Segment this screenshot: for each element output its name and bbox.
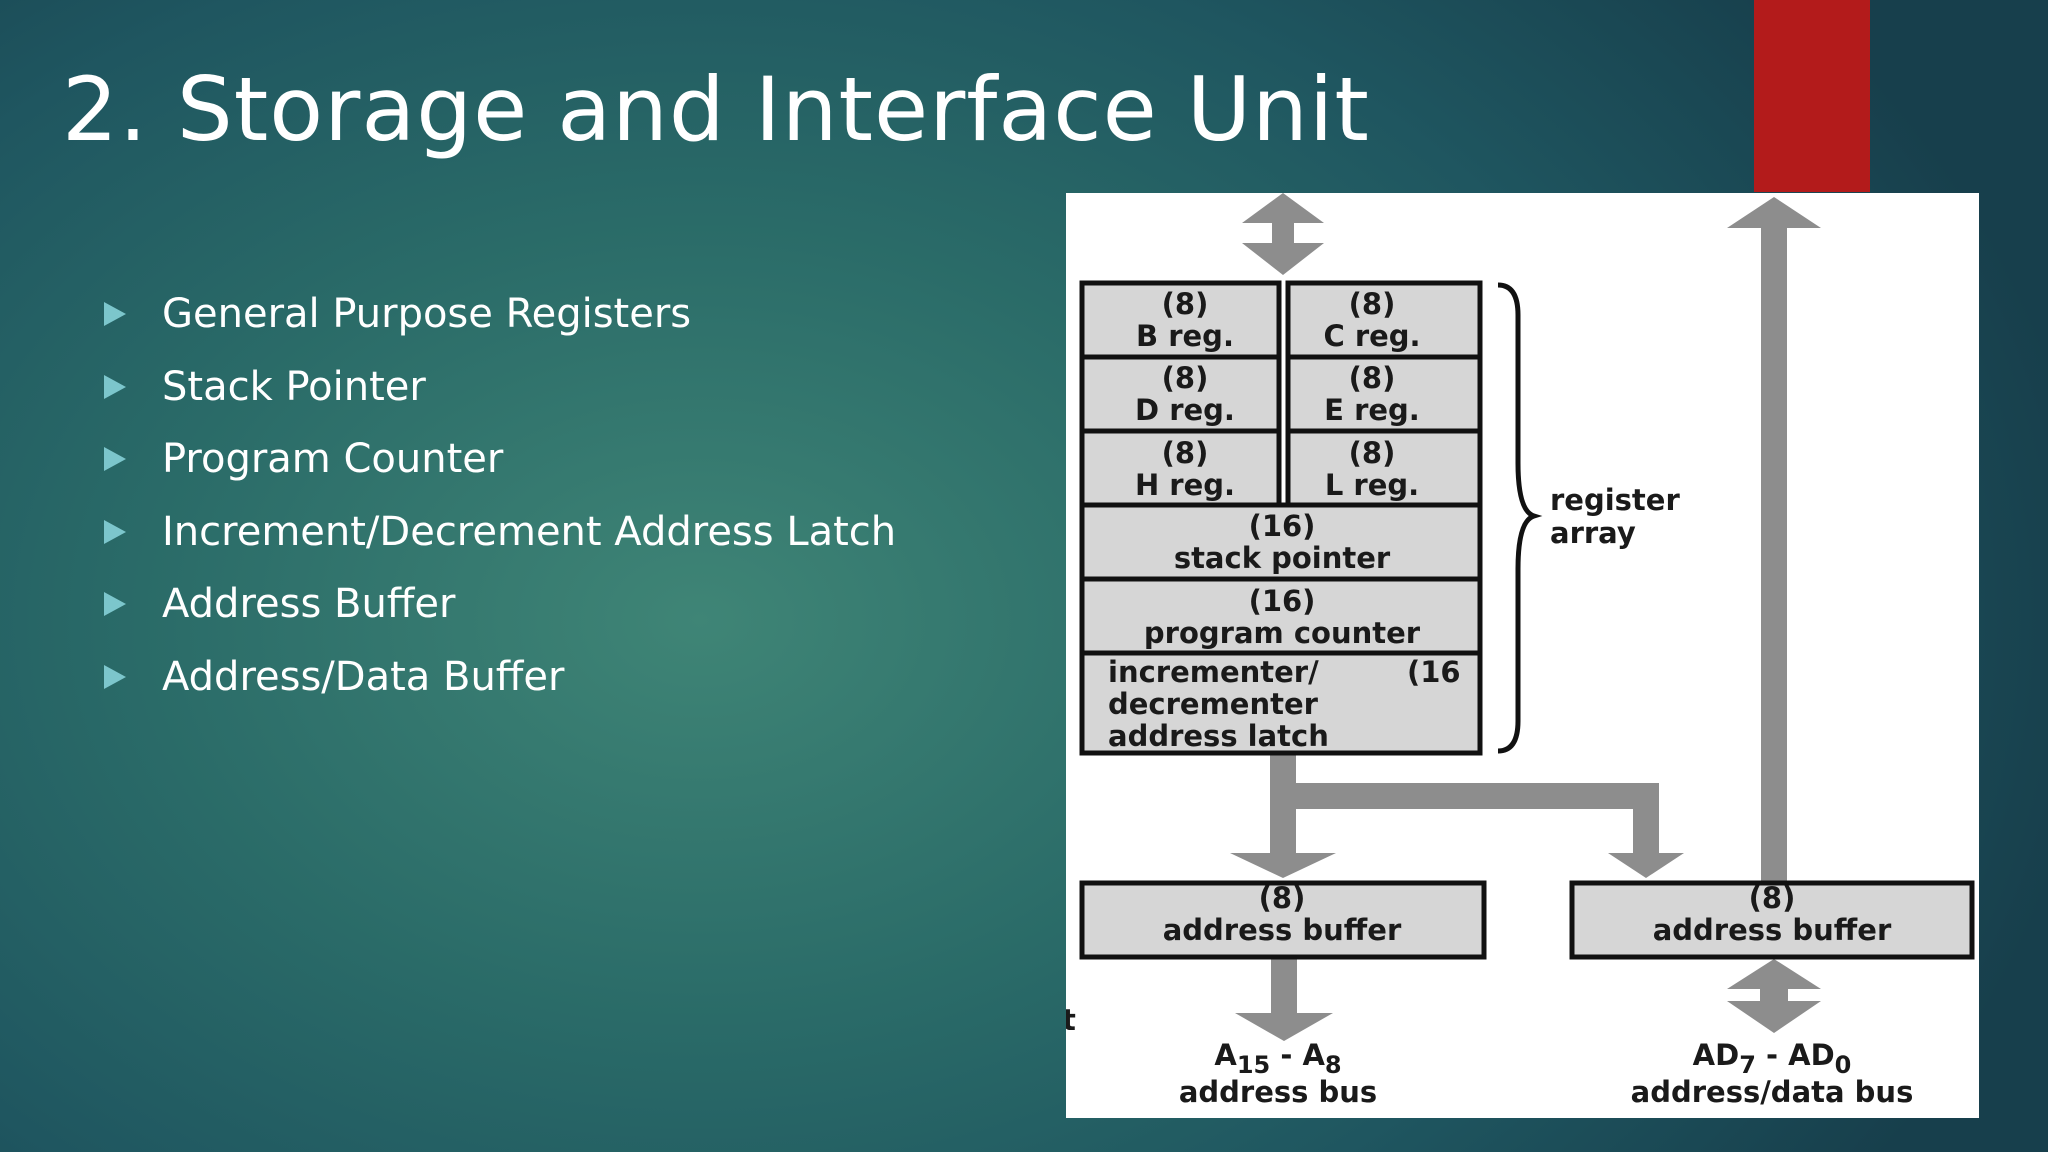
latch-line2: decrementer [1108,687,1319,721]
stack-pointer-size: (16) [1249,509,1316,543]
address-bus-signal: A15 - A8 [1214,1038,1341,1079]
triangle-bullet-icon [104,374,126,399]
register-array-line2: array [1550,516,1636,550]
branch-arrow [1296,783,1684,878]
address-bus-sub8: 8 [1325,1051,1342,1079]
c-reg-name: C reg. [1323,319,1420,353]
diagram-svg: (8) B reg. (8) C reg. (8) D reg. (8) E r… [1066,193,1975,1109]
address-data-buffer-name: address buffer [1653,913,1892,947]
bullet-label: Stack Pointer [162,363,426,410]
bullet-item: Stack Pointer [100,351,896,424]
l-reg-size: (8) [1349,436,1396,470]
e-reg-cell [1285,354,1483,434]
address-buffer-name: address buffer [1163,913,1402,947]
d-reg-name: D reg. [1135,393,1235,427]
address-bus-sub15: 15 [1237,1051,1270,1079]
triangle-bullet-icon [104,664,126,689]
l-reg-cell [1285,428,1483,508]
triangle-bullet-icon [104,519,126,544]
data-bus-ad7: AD [1693,1038,1740,1072]
address-data-buffer-size: (8) [1749,881,1796,915]
bullet-label: Address Buffer [162,581,456,628]
bullet-label: Address/Data Buffer [162,653,565,700]
latch-line3: address latch [1108,719,1329,753]
bullet-item: Increment/Decrement Address Latch [100,496,896,569]
bullet-item: Program Counter [100,423,896,496]
address-bus-arrow [1235,959,1333,1041]
b-reg-name: B reg. [1136,319,1234,353]
address-bus-a15: A [1214,1038,1237,1072]
register-array-line1: register [1550,483,1680,517]
program-counter-name: program counter [1144,616,1421,650]
d-reg-size: (8) [1162,361,1209,395]
register-diagram: (8) B reg. (8) C reg. (8) D reg. (8) E r… [1066,193,1979,1118]
bullet-item: Address Buffer [100,568,896,641]
triangle-bullet-icon [104,592,126,617]
latch-cell [1079,650,1483,756]
triangle-bullet-icon [104,447,126,472]
e-reg-name: E reg. [1324,393,1420,427]
data-bus-sub0: 0 [1835,1051,1852,1079]
address-bus-name: address bus [1179,1075,1377,1109]
bullet-label: Program Counter [162,436,504,483]
red-accent-bar [1754,0,1870,192]
address-buffer-cell [1079,880,1487,960]
register-array-brace [1497,282,1543,754]
h-reg-name: H reg. [1135,468,1235,502]
data-bus-sub7: 7 [1739,1051,1756,1079]
latch-line1: incrementer/ [1108,655,1319,689]
bullet-label: Increment/Decrement Address Latch [162,508,897,555]
data-bus-signal: AD7 - AD0 [1693,1038,1852,1079]
l-reg-name: L reg. [1325,468,1419,502]
address-bus-dash: - A [1270,1038,1325,1072]
slide-title: 2. Storage and Interface Unit [62,58,1370,161]
address-data-buffer-cell [1569,880,1975,960]
c-reg-size: (8) [1349,287,1396,321]
bullet-item: Address/Data Buffer [100,641,896,714]
program-counter-size: (16) [1249,584,1316,618]
stack-pointer-name: stack pointer [1174,541,1391,575]
program-counter-cell [1079,576,1483,656]
h-reg-size: (8) [1162,436,1209,470]
latch-size: (16 [1407,655,1461,689]
up-data-arrow [1727,197,1821,883]
b-reg-size: (8) [1162,287,1209,321]
bullet-label: General Purpose Registers [162,291,692,338]
data-bus-dash: - AD [1756,1038,1835,1072]
bullet-item: General Purpose Registers [100,278,896,351]
e-reg-size: (8) [1349,361,1396,395]
address-buffer-size: (8) [1259,881,1306,915]
bullet-list: General Purpose Registers Stack Pointer … [100,278,896,713]
top-double-arrow [1242,193,1324,275]
data-bus-name: address/data bus [1631,1075,1914,1109]
triangle-bullet-icon [104,302,126,327]
down-address-arrow [1230,755,1336,878]
edge-mark: t [1066,1003,1076,1037]
data-bus-double-arrow [1727,959,1821,1033]
